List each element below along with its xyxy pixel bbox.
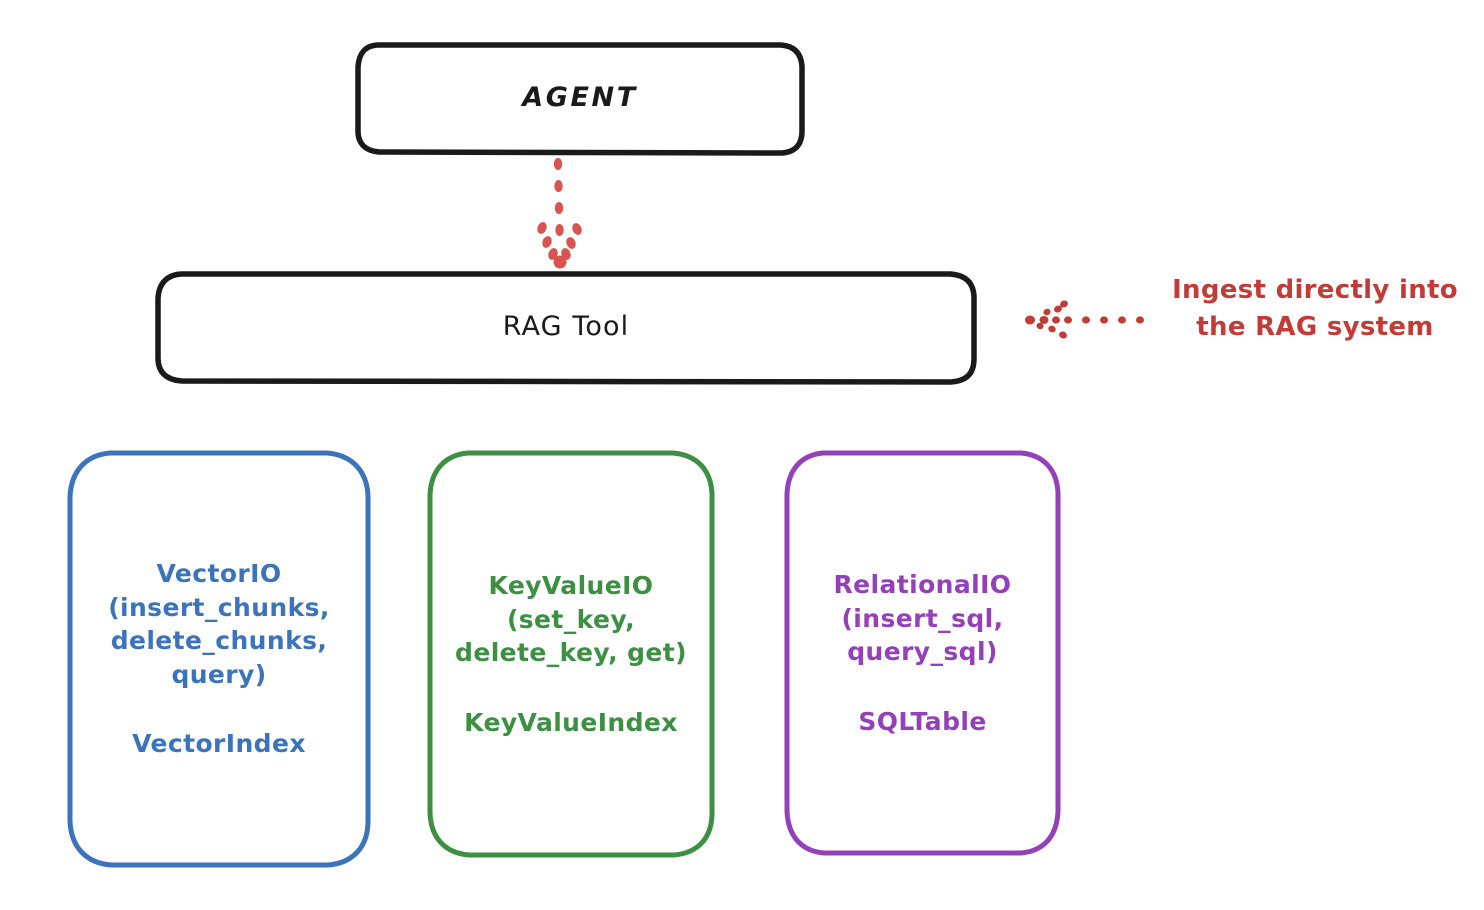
node-rag-tool[interactable]: RAG Tool — [155, 270, 977, 385]
relational-io-index-label: SQLTable — [858, 706, 987, 736]
ingest-arrow-icon — [1025, 300, 1144, 339]
node-key-value-io[interactable]: KeyValueIO (set_key, delete_key, get) Ke… — [426, 449, 716, 859]
rag-tool-label: RAG Tool — [502, 311, 630, 343]
ingest-annotation: Ingest directly into the RAG system — [1022, 272, 1477, 372]
node-agent[interactable]: AGENT — [355, 41, 805, 156]
agent-label: AGENT — [522, 82, 638, 114]
ingest-annotation-text: Ingest directly into the RAG system — [1172, 275, 1458, 342]
relational-io-api-label: RelationalIO (insert_sql, query_sql) — [833, 570, 1012, 666]
node-vector-io[interactable]: VectorIO (insert_chunks, delete_chunks, … — [66, 449, 372, 869]
connector-agent-to-rag-tool — [537, 158, 582, 269]
vector-io-index-label: VectorIndex — [132, 729, 306, 759]
node-relational-io[interactable]: RelationalIO (insert_sql, query_sql) SQL… — [783, 449, 1062, 857]
key-value-io-index-label: KeyValueIndex — [464, 707, 678, 737]
key-value-io-api-label: KeyValueIO (set_key, delete_key, get) — [455, 571, 687, 667]
vector-io-api-label: VectorIO (insert_chunks, delete_chunks, … — [108, 559, 330, 689]
